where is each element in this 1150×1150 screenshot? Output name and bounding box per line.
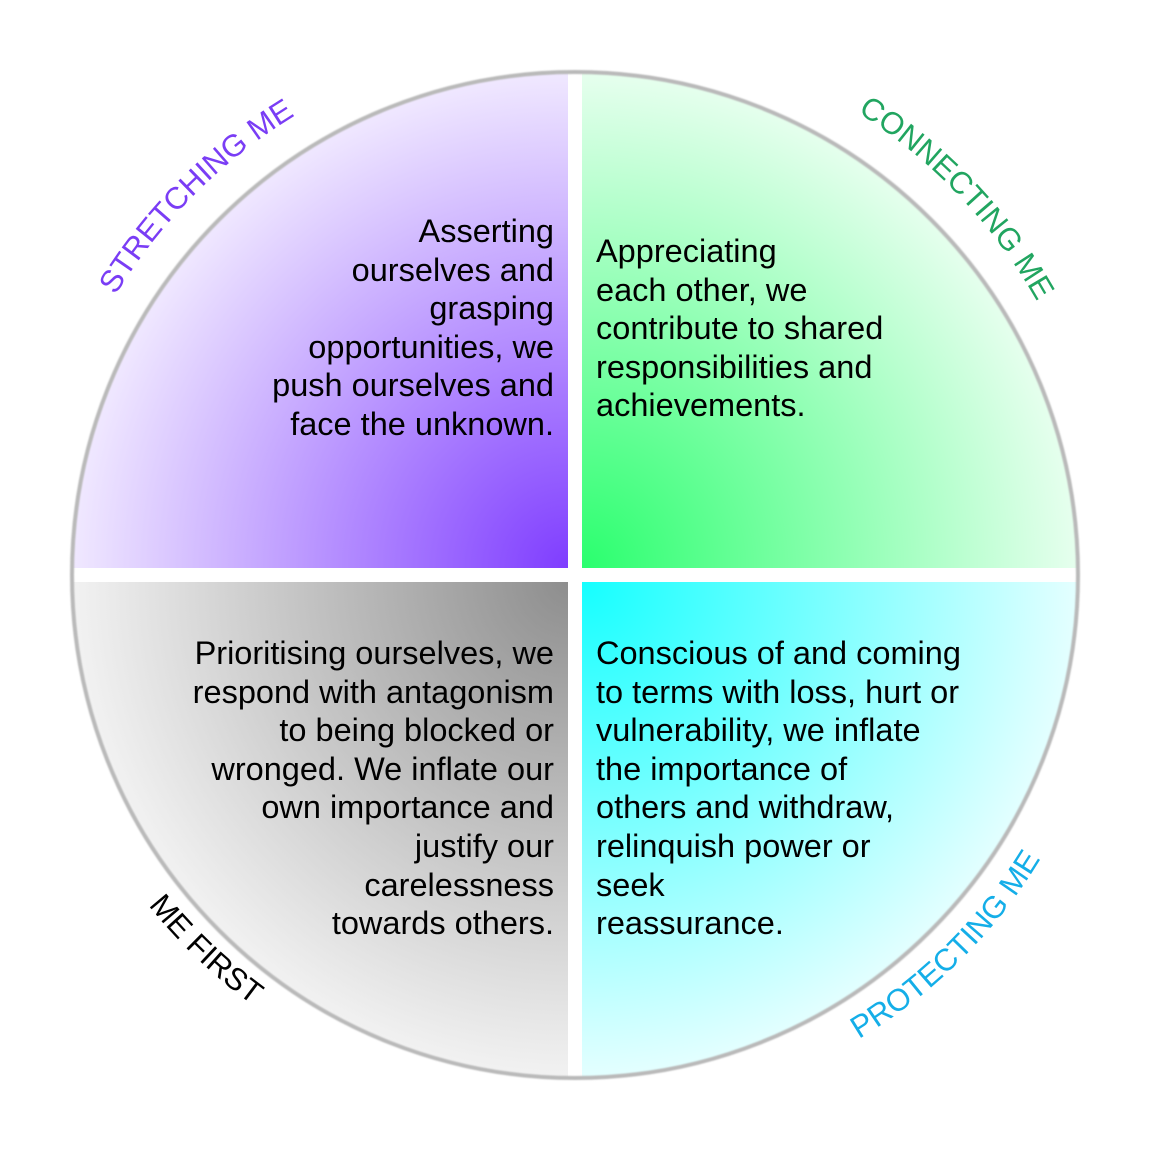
protecting-me-description: Conscious of and coming to terms with lo… bbox=[596, 635, 961, 942]
connecting-me-description: Appreciating each other, we contribute t… bbox=[596, 233, 884, 424]
me-first-description: Prioritising ourselves, we respond with … bbox=[192, 635, 554, 942]
circle-outline bbox=[70, 70, 1080, 1080]
stretching-me-description: Asserting ourselves and grasping opportu… bbox=[272, 213, 554, 442]
